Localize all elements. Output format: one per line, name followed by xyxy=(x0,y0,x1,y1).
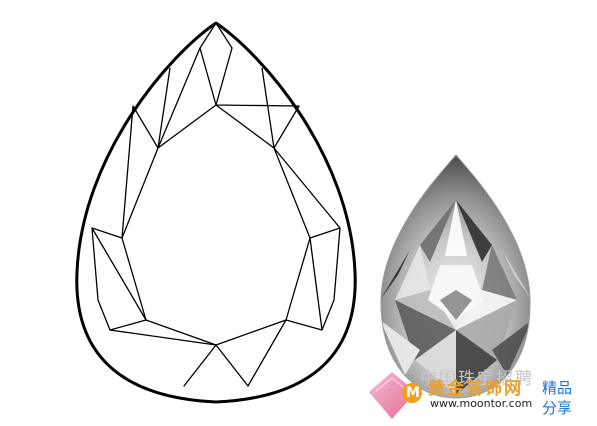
watermark-faint-text: 中国珠宝招聘 xyxy=(420,369,534,389)
tip-facets xyxy=(199,22,233,49)
upper-girdle-left xyxy=(157,67,171,149)
table-facet xyxy=(121,104,311,346)
watermark-tag-line-2: 分享 xyxy=(542,399,573,417)
pear-outline xyxy=(75,21,357,404)
lower-girdle-right xyxy=(321,227,341,331)
pear-diamond-line-drawing xyxy=(75,21,357,404)
diamond-photo-outline xyxy=(380,154,531,399)
star-facets xyxy=(91,47,341,387)
watermark-logo xyxy=(369,372,422,419)
lower-girdle-left xyxy=(91,227,111,331)
pink-diamond-icon xyxy=(369,372,416,419)
watermark-tag-line-1: 精品 xyxy=(542,379,573,397)
brilliant-sparkle-facets xyxy=(380,200,531,395)
watermark-site-url: www.moontor.com xyxy=(430,397,533,410)
watermark-site-name: 黄金首饰网 xyxy=(428,379,523,399)
facet-lines xyxy=(91,22,341,387)
logo-letter: M xyxy=(406,385,420,401)
upper-girdle-right xyxy=(261,67,275,149)
logo-badge-icon xyxy=(402,383,422,403)
